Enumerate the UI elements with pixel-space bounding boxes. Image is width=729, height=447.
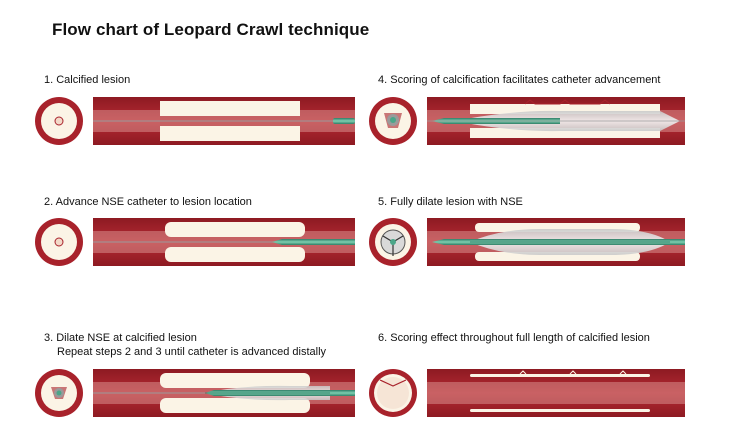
step-1-graphic bbox=[35, 97, 355, 145]
step-4-vessel bbox=[427, 97, 685, 145]
step-5-label-text: 5. Fully dilate lesion with NSE bbox=[378, 196, 523, 208]
step-1-label-text: 1. Calcified lesion bbox=[44, 74, 131, 86]
step-4-graphic bbox=[369, 97, 685, 145]
step-1-cross-section bbox=[35, 97, 83, 145]
step-2-catheter bbox=[272, 239, 355, 245]
step-4-label-text: 4. Scoring of calcification facilitates … bbox=[378, 74, 661, 86]
step-6-label: 6. Scoring effect throughout full length… bbox=[378, 331, 650, 345]
step-6-label-text: 6. Scoring effect throughout full length… bbox=[378, 332, 650, 344]
step-2-label: 2. Advance NSE catheter to lesion locati… bbox=[44, 195, 252, 209]
step-3-cross-section bbox=[35, 369, 83, 417]
step-5-graphic bbox=[369, 218, 685, 266]
step-1-label: 1. Calcified lesion bbox=[44, 73, 130, 87]
step-2-cross-section bbox=[35, 218, 83, 266]
step-6-vessel bbox=[427, 369, 685, 417]
page-title: Flow chart of Leopard Crawl technique bbox=[52, 20, 370, 39]
step-5-label: 5. Fully dilate lesion with NSE bbox=[378, 195, 523, 209]
step-3-graphic bbox=[35, 369, 355, 417]
step-4-cross-section bbox=[369, 97, 417, 145]
step-6-graphic bbox=[369, 369, 685, 417]
step-2-label-text: 2. Advance NSE catheter to lesion locati… bbox=[44, 196, 252, 208]
step-1-catheter-tip bbox=[333, 118, 355, 124]
step-3-vessel bbox=[93, 369, 355, 417]
step-3-sublabel: Repeat steps 2 and 3 until catheter is a… bbox=[57, 346, 327, 358]
step-2-graphic bbox=[35, 218, 355, 266]
step-2-vessel bbox=[93, 218, 355, 266]
step-3-label-text: 3. Dilate NSE at calcified lesion bbox=[44, 332, 197, 344]
step-4-label: 4. Scoring of calcification facilitates … bbox=[378, 73, 660, 87]
step-5-cross-section bbox=[369, 218, 417, 266]
step-6-cross-section bbox=[369, 369, 417, 417]
step-1-vessel bbox=[93, 97, 355, 145]
step-3-label: 3. Dilate NSE at calcified lesion Repeat… bbox=[44, 331, 326, 359]
step-5-vessel bbox=[427, 218, 685, 266]
